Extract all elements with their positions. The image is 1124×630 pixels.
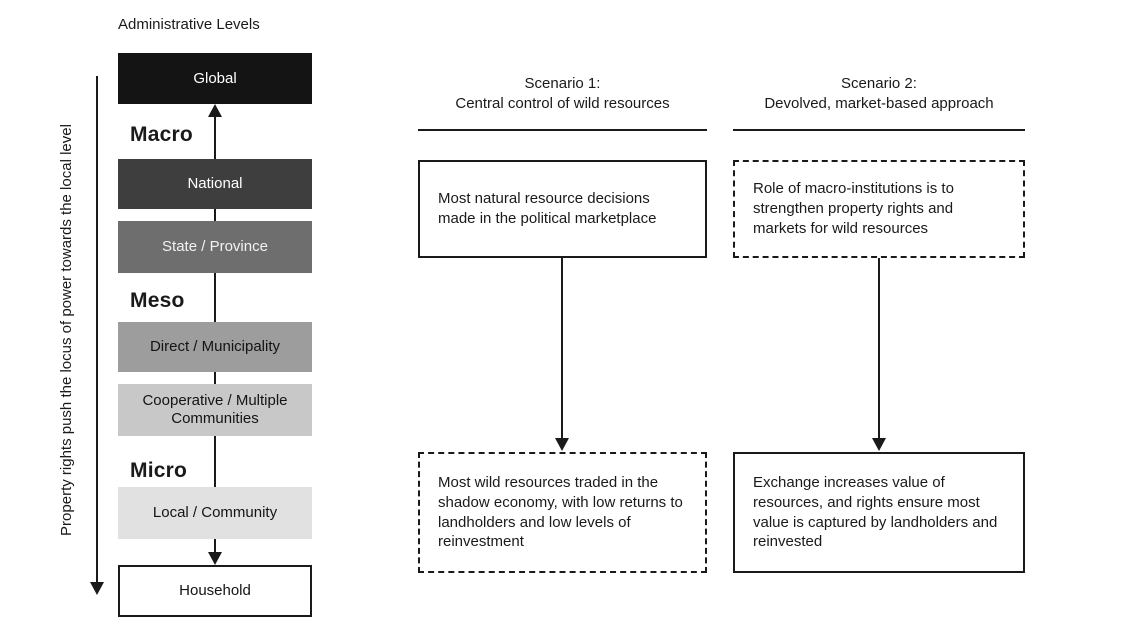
scenario-1-flow-arrow-line xyxy=(561,258,563,439)
scenario-2-bottom-box: Exchange increases value of resources, a… xyxy=(733,452,1025,573)
scenario-2-bottom-box-text: Exchange increases value of resources, a… xyxy=(753,473,998,551)
arrowhead-up-to-global-icon xyxy=(208,104,222,117)
scenario-1-header: Scenario 1: Central control of wild reso… xyxy=(418,74,707,115)
level-box-local-community: Local / Community xyxy=(118,487,312,539)
group-label-macro: Macro xyxy=(130,123,193,146)
scenario-1-bottom-box-text: Most wild resources traded in the shadow… xyxy=(438,473,683,551)
scenario-1-bottom-box: Most wild resources traded in the shadow… xyxy=(418,452,707,573)
connector-local-household xyxy=(214,539,216,553)
arrowhead-down-to-household-icon xyxy=(208,552,222,565)
scenario-1-divider xyxy=(418,129,707,131)
scenario-2-top-box-text: Role of macro-institutions is to strengt… xyxy=(753,180,954,237)
locus-of-power-arrowhead-icon xyxy=(90,582,104,595)
level-box-state-province: State / Province xyxy=(118,221,312,273)
connector-national-global xyxy=(214,116,216,159)
scenario-1-top-box-text: Most natural resource decisions made in … xyxy=(438,190,657,227)
level-box-household: Household xyxy=(118,565,312,617)
scenario-2-header: Scenario 2: Devolved, market-based appro… xyxy=(733,74,1025,115)
admin-levels-title: Administrative Levels xyxy=(118,16,260,33)
scenario-1-flow-arrowhead-icon xyxy=(555,438,569,451)
scenario-1-subtitle: Central control of wild resources xyxy=(455,95,670,113)
property-rights-side-label: Property rights push the locus of power … xyxy=(58,124,75,536)
locus-of-power-arrow-line xyxy=(96,76,98,583)
level-box-cooperative-communities: Cooperative / Multiple Communities xyxy=(118,384,312,436)
scenario-2-divider xyxy=(733,129,1025,131)
connector-cooperative-local xyxy=(214,436,216,487)
group-label-micro: Micro xyxy=(130,459,188,482)
scenario-2-flow-arrow-line xyxy=(878,258,880,439)
scenario-1-title: Scenario 1: xyxy=(524,75,601,92)
scenario-2-flow-arrowhead-icon xyxy=(872,438,886,451)
level-box-national: National xyxy=(118,159,312,209)
scenario-2-top-box: Role of macro-institutions is to strengt… xyxy=(733,160,1025,258)
scenario-1-top-box: Most natural resource decisions made in … xyxy=(418,160,707,258)
group-label-meso: Meso xyxy=(130,289,185,312)
connector-direct-cooperative xyxy=(214,372,216,384)
connector-state-direct xyxy=(214,273,216,322)
scenario-2-title: Scenario 2: xyxy=(841,75,917,92)
level-box-global: Global xyxy=(118,53,312,104)
connector-national-state xyxy=(214,209,216,221)
scenario-2-subtitle: Devolved, market-based approach xyxy=(764,95,994,113)
level-box-direct-municipality: Direct / Municipality xyxy=(118,322,312,372)
